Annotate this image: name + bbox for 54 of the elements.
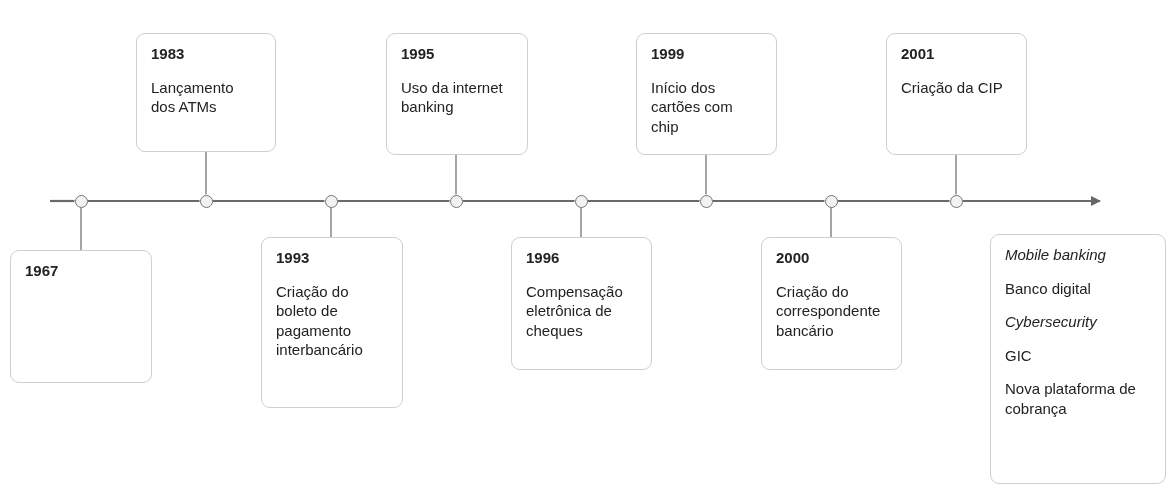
timeline-line — [212, 199, 325, 203]
connector-line — [205, 151, 207, 196]
event-text: Cybersecurity — [1005, 312, 1099, 332]
event-text: Banco digital — [1005, 278, 1092, 298]
event-card — [10, 250, 152, 383]
event-text: Nova plataforma de cobrança — [1005, 379, 1137, 418]
timeline-line — [712, 199, 825, 203]
timeline-line — [337, 199, 450, 203]
year-heading: 2000 — [776, 248, 811, 268]
event-card — [261, 237, 403, 408]
event-text: Uso da internet banking — [401, 77, 504, 117]
event-text: Criação da CIP — [901, 77, 1004, 97]
connector-line — [330, 206, 332, 238]
timeline-marker — [324, 194, 338, 208]
event-text: Criação do boleto de pagamento interbancário — [276, 281, 364, 360]
event-card — [761, 237, 902, 370]
timeline-marker — [199, 194, 213, 208]
event-text: Início dos cartões com chip — [651, 77, 734, 136]
timeline-line — [587, 199, 700, 203]
event-text: Mobile banking — [1005, 245, 1107, 265]
year-heading: 1967 — [25, 261, 60, 281]
timeline-marker — [824, 194, 838, 208]
timeline-arrow — [962, 196, 1101, 206]
year-heading: 1999 — [651, 44, 686, 64]
event-card — [636, 33, 777, 155]
timeline-marker — [574, 194, 588, 208]
timeline-line — [462, 199, 575, 203]
event-card — [386, 33, 528, 155]
timeline-marker — [699, 194, 713, 208]
event-card — [511, 237, 652, 370]
connector-line — [955, 154, 957, 196]
event-text: GIC — [1005, 345, 1033, 365]
connector-line — [580, 206, 582, 238]
timeline-line — [87, 199, 200, 203]
timeline-line — [837, 199, 950, 203]
event-card — [886, 33, 1027, 155]
year-heading: 1996 — [526, 248, 561, 268]
event-text: Lançamento dos ATMs — [151, 77, 235, 117]
timeline-marker — [449, 194, 463, 208]
year-heading: 2001 — [901, 44, 936, 64]
event-text: Compensação eletrônica de cheques — [526, 281, 624, 340]
connector-line — [80, 206, 82, 251]
connector-line — [705, 154, 707, 196]
year-heading: 1993 — [276, 248, 311, 268]
event-card — [136, 33, 276, 152]
timeline-marker — [74, 194, 88, 208]
year-heading: 1983 — [151, 44, 186, 64]
timeline-line — [50, 199, 75, 203]
event-card — [990, 234, 1166, 484]
connector-line — [455, 154, 457, 196]
year-heading: 1995 — [401, 44, 436, 64]
event-text: Criação do correspondente bancário — [776, 281, 882, 340]
timeline-marker — [949, 194, 963, 208]
connector-line — [830, 206, 832, 238]
